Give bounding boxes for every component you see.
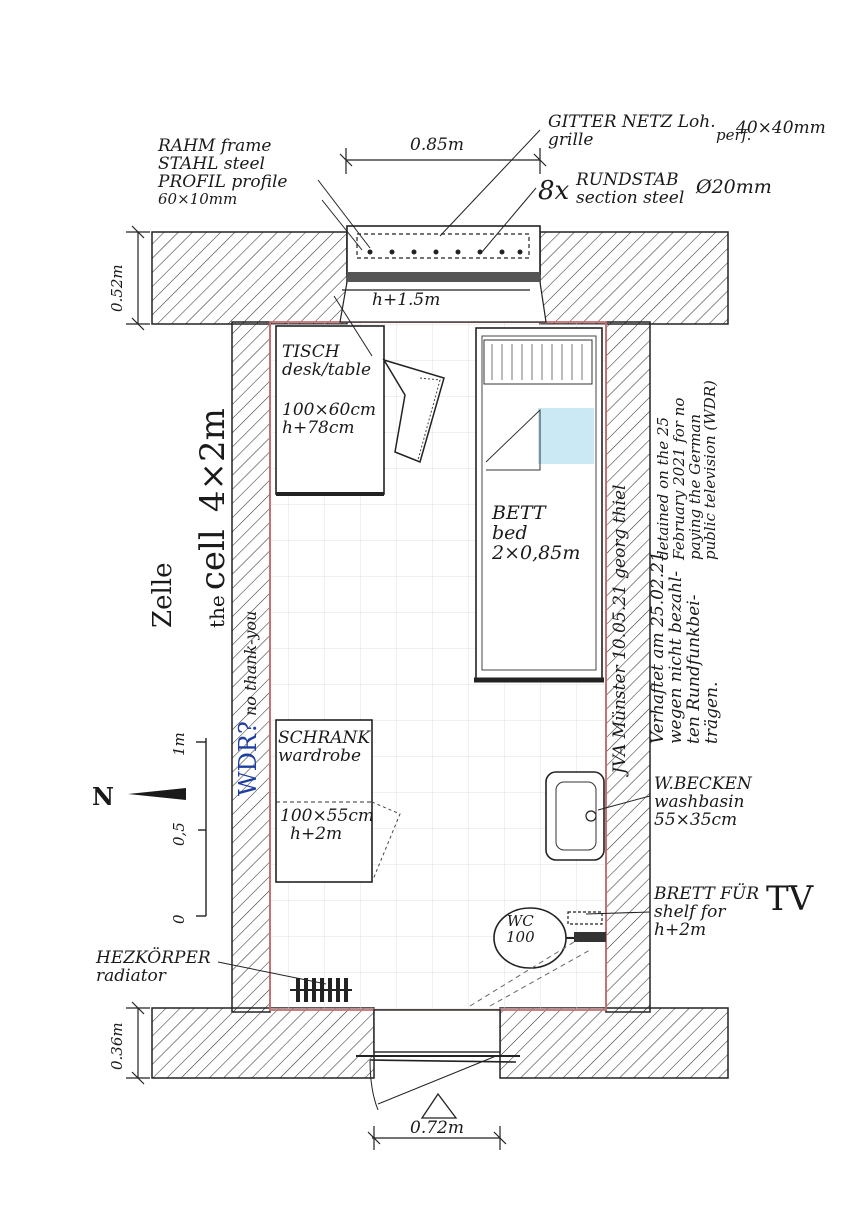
frame-label: RAHM frame STAHL steel PROFIL profile 60… bbox=[158, 136, 288, 208]
window-height-label: h+1.5m bbox=[372, 290, 441, 310]
washbasin bbox=[545, 771, 605, 861]
leader-lines bbox=[217, 129, 651, 985]
wc bbox=[469, 907, 591, 1007]
window-width-dim: 0.85m bbox=[410, 135, 464, 155]
north-label: N bbox=[92, 782, 114, 811]
desk-label: TISCH desk/table 100×60cm h+78cm bbox=[282, 342, 376, 438]
radiator bbox=[290, 978, 352, 1002]
bed-label: BETT bed 2×0,85m bbox=[492, 502, 581, 564]
scale-bar bbox=[196, 738, 207, 917]
door bbox=[356, 1009, 520, 1119]
wdr-note: WDR? no thank-you bbox=[234, 610, 262, 796]
scale-1m: 1m bbox=[170, 732, 188, 756]
tv-shelf bbox=[567, 911, 606, 942]
shelf-label: BRETT FÜR shelf for h+2m bbox=[654, 884, 760, 940]
wc-label: WC 100 bbox=[506, 912, 535, 946]
grille-label: GITTER NETZ Loh. grille bbox=[548, 112, 716, 150]
bars-diameter: Ø20mm bbox=[696, 176, 772, 198]
desk bbox=[275, 325, 445, 496]
note-english: detained on the 25 February 2021 for no … bbox=[654, 380, 720, 560]
cell-title: Zelle bbox=[148, 562, 178, 628]
tv-label: TV bbox=[766, 879, 814, 919]
grille-perf: perf. bbox=[716, 126, 752, 144]
wall-top-dim: 0.52m bbox=[108, 264, 126, 312]
window-grille bbox=[339, 225, 547, 323]
wardrobe-label: SCHRANK wardrobe bbox=[278, 728, 371, 766]
scale-05: 0,5 bbox=[170, 822, 188, 846]
wardrobe-size: 100×55cm h+2m bbox=[280, 806, 374, 844]
scale-0: 0 bbox=[170, 914, 188, 924]
wardrobe bbox=[275, 719, 401, 883]
north-arrow-icon bbox=[128, 788, 186, 800]
radiator-label: HEZKÖRPER radiator bbox=[96, 948, 211, 986]
note-jva: JVA Münster 10.05.21 georg thiel bbox=[610, 484, 630, 774]
door-width-dim: 0.72m bbox=[410, 1118, 464, 1138]
wall-bottom-dim: 0.36m bbox=[108, 1022, 126, 1070]
cell-title-en: the cell 4×2m bbox=[193, 408, 233, 628]
note-german: Verhaftet am 25.02.21 wegen nicht bezahl… bbox=[648, 551, 722, 744]
washbasin-label: W.BECKEN washbasin 55×35cm bbox=[654, 774, 752, 830]
bed bbox=[474, 327, 604, 683]
grille-size: 40×40mm bbox=[736, 118, 826, 138]
walls bbox=[151, 231, 729, 1079]
dimension-lines bbox=[126, 148, 547, 1150]
bars-count: 8x bbox=[538, 176, 570, 206]
bars-label: RUNDSTAB section steel bbox=[576, 170, 685, 208]
